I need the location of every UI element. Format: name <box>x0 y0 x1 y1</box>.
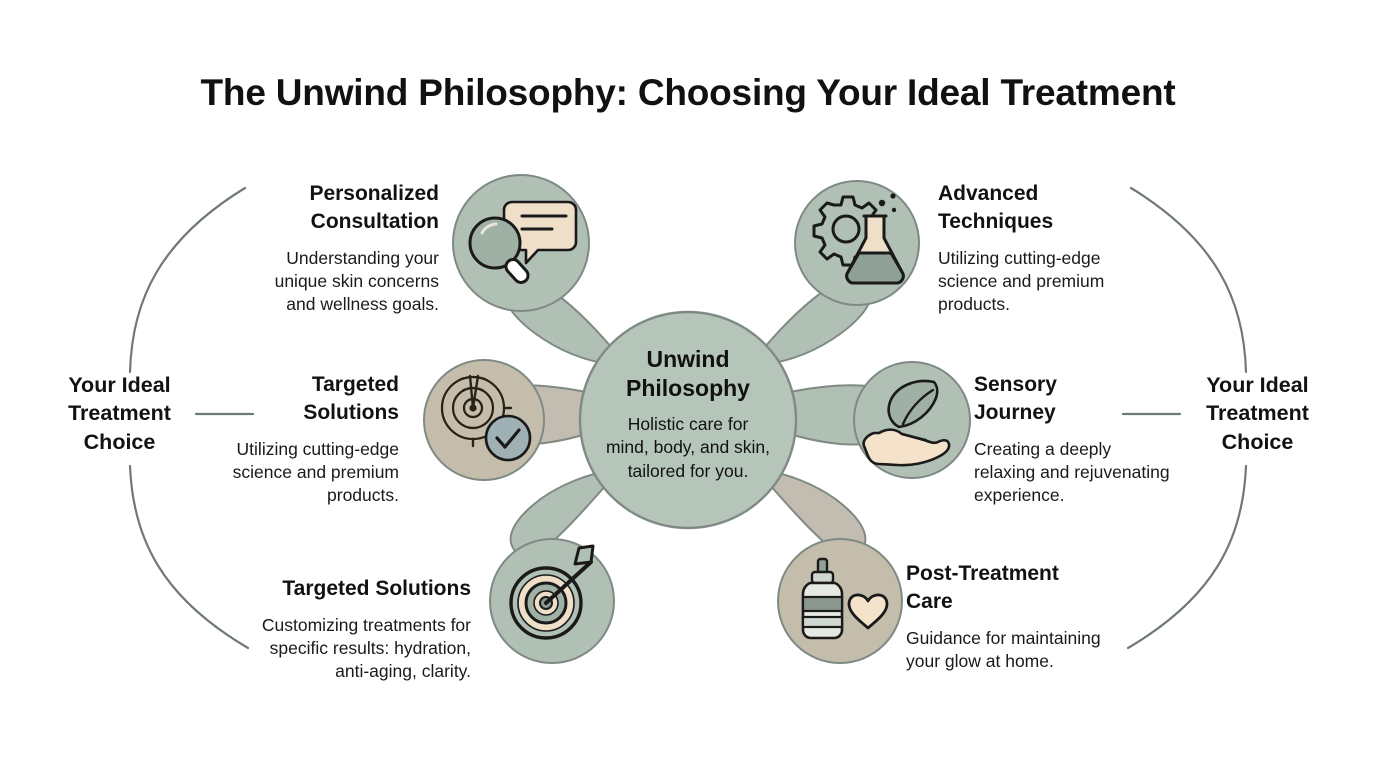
hub-subtitle-line2: mind, body, and skin, <box>605 437 771 458</box>
heading-line2: Solutions <box>303 400 399 424</box>
heading-line1: Advanced <box>938 182 1039 205</box>
right-brace <box>1121 186 1248 650</box>
hub-subtitle-line1: Holistic care for <box>627 413 749 434</box>
body-line2: relaxing and rejuvenating <box>974 462 1170 483</box>
left-brace-upper-arc <box>128 186 247 374</box>
target-check-icon <box>440 374 532 462</box>
body-line3: anti-aging, clarity. <box>335 661 471 682</box>
heading-line1: Sensory <box>974 373 1057 396</box>
node-sensory-journey[interactable] <box>853 361 971 479</box>
stem-bottom-left <box>509 468 613 556</box>
dartboard-arrow-icon <box>509 544 595 640</box>
left-brace-label: Your Ideal Treatment Choice <box>42 371 197 456</box>
heading-line2: Consultation <box>310 209 439 233</box>
left-brace-label-line3: Choice <box>83 429 156 454</box>
body-line3: products. <box>938 294 1010 315</box>
node-post-treatment-care[interactable] <box>777 538 903 664</box>
body-line3: products. <box>327 485 399 506</box>
body-line3: and wellness goals. <box>286 294 439 315</box>
body-line1: Customizing treatments for <box>261 614 471 635</box>
body-line2: your glow at home. <box>906 651 1054 672</box>
heading-line2: Journey <box>974 400 1056 424</box>
node-personalized-consultation[interactable] <box>452 174 590 312</box>
left-brace <box>128 186 255 650</box>
body-line1: Creating a deeply <box>974 438 1112 459</box>
label-post-treatment-care: Post-Treatment Care Guidance for maintai… <box>906 560 1156 673</box>
right-brace-upper-arc <box>1129 186 1248 374</box>
gear-flask-icon <box>812 193 905 285</box>
label-sensory-journey: Sensory Journey Creating a deeply relaxi… <box>974 371 1220 508</box>
body-line1: Utilizing cutting-edge <box>236 438 399 459</box>
body-line2: science and premium <box>232 462 399 483</box>
left-brace-lower-arc <box>128 464 250 650</box>
right-brace-label-line2: Treatment <box>1206 401 1309 426</box>
hub-subtitle-line3: tailored for you. <box>627 460 749 481</box>
body-line2: specific results: hydration, <box>269 638 471 659</box>
right-brace-lower-arc <box>1126 464 1248 650</box>
heading-line2: Care <box>906 589 953 613</box>
left-brace-label-line2: Treatment <box>68 401 171 426</box>
heading-line1: Personalized <box>309 182 439 205</box>
central-hub-node[interactable] <box>578 310 798 530</box>
heading-line2: Techniques <box>938 209 1054 233</box>
hub-text: Unwind Philosophy Holistic care for mind… <box>563 345 813 483</box>
magnifier-speech-bubble-icon <box>468 200 578 284</box>
hub-title-line1: Unwind <box>646 346 730 372</box>
label-targeted-solutions-mid: Targeted Solutions Utilizing cutting-edg… <box>196 371 399 508</box>
heading-line1: Targeted Solutions <box>282 577 471 600</box>
body-line1: Utilizing cutting-edge <box>938 247 1101 268</box>
body-line2: unique skin concerns <box>274 271 439 292</box>
label-personalized-consultation: Personalized Consultation Understanding … <box>205 180 439 317</box>
label-advanced-techniques: Advanced Techniques Utilizing cutting-ed… <box>938 180 1178 317</box>
hub-title-line2: Philosophy <box>626 375 750 402</box>
body-line1: Guidance for maintaining <box>906 627 1101 648</box>
hand-leaf-icon <box>862 379 951 467</box>
right-brace-label-line3: Choice <box>1221 429 1294 454</box>
page-title: The Unwind Philosophy: Choosing Your Ide… <box>200 72 1176 113</box>
right-brace-label: Your Ideal Treatment Choice <box>1180 371 1335 456</box>
node-advanced-techniques[interactable] <box>794 180 920 306</box>
heading-line1: Post-Treatment <box>906 562 1059 585</box>
dropper-bottle-heart-icon <box>801 557 889 640</box>
right-brace-label-line1: Your Ideal <box>1206 373 1309 397</box>
body-line2: science and premium <box>938 271 1105 292</box>
body-line1: Understanding your <box>286 247 439 268</box>
body-line3: experience. <box>974 485 1065 506</box>
node-targeted-solutions-bottom[interactable] <box>489 538 615 664</box>
heading-line1: Targeted <box>311 373 399 396</box>
label-targeted-solutions-bottom: Targeted Solutions Customizing treatment… <box>206 575 471 684</box>
node-targeted-solutions-mid[interactable] <box>423 359 545 481</box>
left-brace-label-line1: Your Ideal <box>68 373 171 397</box>
